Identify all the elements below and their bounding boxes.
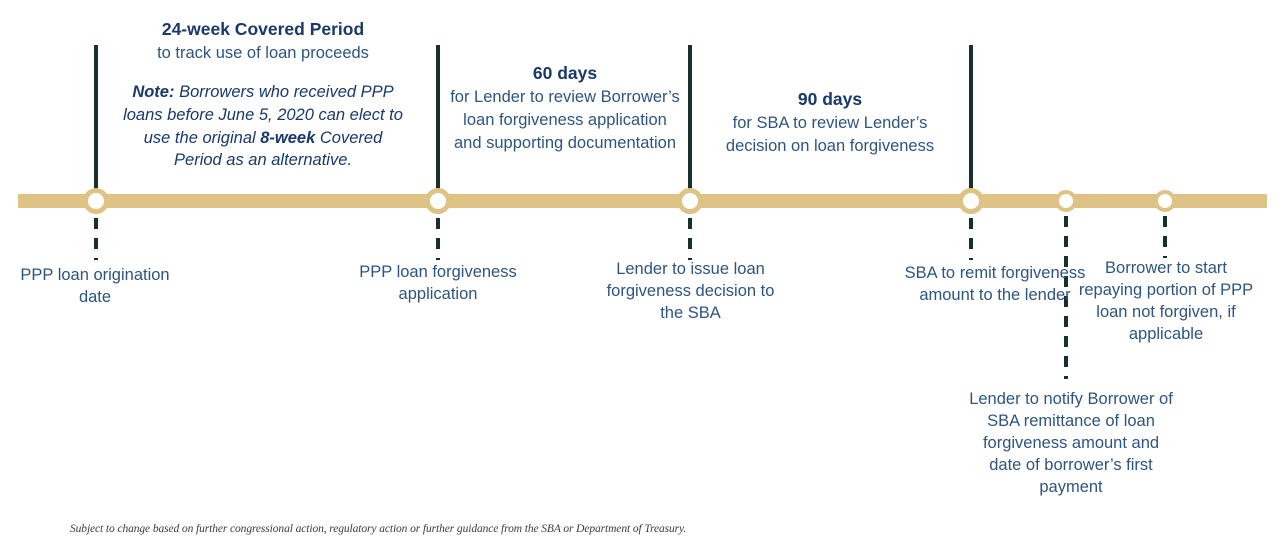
block-lender-review-60-days: 60 days for Lender to review Borrower’s …	[449, 61, 681, 155]
block-90-days-heading: 90 days	[797, 89, 863, 109]
label-lender-notify-borrower: Lender to notify Borrower of SBA remitta…	[969, 390, 1173, 496]
tick-dash-milestone-3	[688, 218, 692, 260]
tick-dash-milestone-6	[1163, 216, 1167, 258]
label-lender-issue-decision: Lender to issue loan forgiveness decisio…	[606, 260, 775, 322]
note-emphasis: 8-week	[260, 128, 316, 147]
tick-dash-milestone-2	[436, 218, 440, 260]
tick-dash-milestone-1	[94, 218, 98, 260]
label-ppp-loan-origination-date: PPP loan origination date	[20, 266, 170, 306]
label-borrower-start-repaying: Borrower to start repaying portion of PP…	[1078, 259, 1254, 343]
tick-up-milestone-1	[94, 45, 98, 195]
timeline-node-4[interactable]	[958, 188, 984, 214]
tick-up-milestone-2	[436, 45, 440, 195]
tick-dash-milestone-5	[1064, 216, 1068, 379]
timeline-node-1[interactable]	[83, 188, 109, 214]
block-covered-period-heading: 24-week Covered Period	[161, 19, 365, 39]
block-90-days-body: for SBA to review Lender’s decision on l…	[725, 114, 935, 156]
tick-up-milestone-4	[969, 45, 973, 195]
block-covered-period: 24-week Covered Period to track use of l…	[118, 17, 408, 172]
tick-dash-milestone-4	[969, 218, 973, 260]
timeline-node-2[interactable]	[425, 188, 451, 214]
label-ppp-loan-forgiveness-application: PPP loan forgiveness application	[359, 263, 517, 303]
tick-up-milestone-3	[688, 45, 692, 195]
note-prefix: Note:	[132, 83, 175, 102]
note-part1: Borrowers who received PPP loans before …	[123, 83, 403, 147]
note-part2: Covered Period as an alternative.	[174, 128, 383, 170]
block-covered-period-subtitle: to track use of loan proceeds	[157, 44, 369, 63]
block-60-days-body: for Lender to review Borrower’s loan for…	[450, 88, 680, 152]
block-covered-period-note: Note: Borrowers who received PPP loans b…	[118, 81, 408, 172]
block-60-days-heading: 60 days	[532, 63, 598, 83]
timeline-node-3[interactable]	[677, 188, 703, 214]
timeline-node-6[interactable]	[1154, 190, 1176, 212]
timeline-axis-bar	[18, 194, 1267, 208]
timeline-node-5[interactable]	[1055, 190, 1077, 212]
block-sba-review-90-days: 90 days for SBA to review Lender’s decis…	[714, 87, 946, 158]
footnote-disclaimer: Subject to change based on further congr…	[70, 523, 687, 535]
label-sba-remit-forgiveness: SBA to remit forgiveness amount to the l…	[904, 264, 1086, 304]
